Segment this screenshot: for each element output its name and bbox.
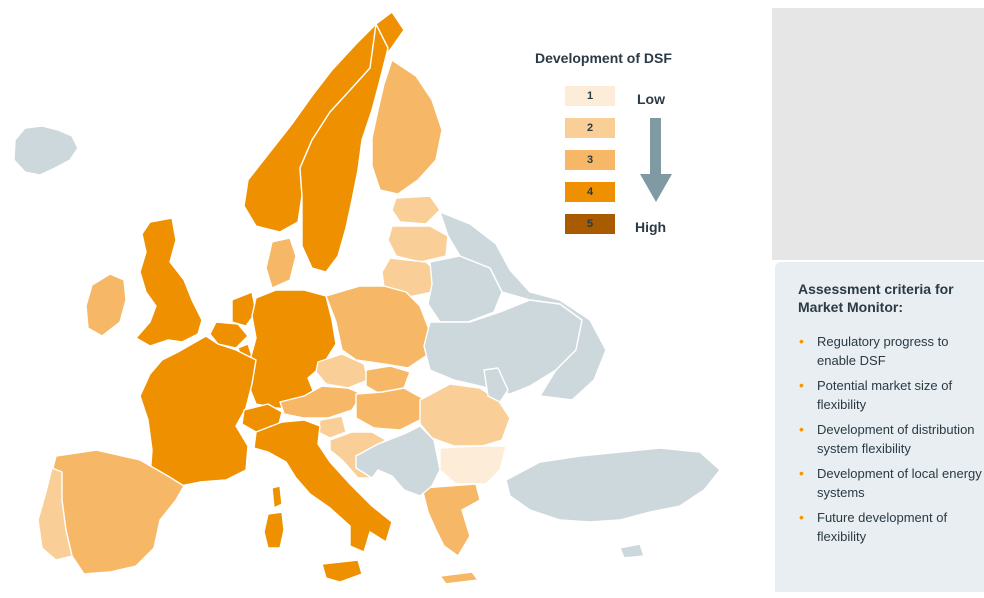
criteria-item: •Regulatory progress to enable DSF xyxy=(799,333,949,368)
legend-swatch-5: 5 xyxy=(565,214,615,234)
criteria-list: •Regulatory progress to enable DSF •Pote… xyxy=(799,332,984,552)
bullet-icon: • xyxy=(799,465,804,481)
region-portugal xyxy=(37,467,73,561)
region-italy xyxy=(253,419,393,553)
region-sardinia xyxy=(263,511,285,549)
region-turkey xyxy=(505,447,721,523)
region-ireland xyxy=(85,273,127,337)
region-slovenia xyxy=(317,415,347,439)
europe-map xyxy=(13,11,721,585)
region-hungary xyxy=(355,387,423,431)
region-czechia xyxy=(315,353,369,389)
region-bulgaria xyxy=(439,445,507,485)
region-cyprus xyxy=(619,543,645,559)
bullet-icon: • xyxy=(799,333,804,349)
assessment-criteria-panel: Assessment criteria for Market Monitor: … xyxy=(775,262,984,592)
region-united-kingdom xyxy=(135,217,203,347)
arrow-down-icon xyxy=(640,118,672,202)
criteria-item: •Future development of flexibility xyxy=(799,509,948,544)
region-sicily xyxy=(321,559,363,583)
region-crete xyxy=(439,571,479,585)
placeholder-panel xyxy=(772,8,984,260)
region-france xyxy=(139,335,257,489)
bullet-icon: • xyxy=(799,509,804,525)
region-moldova xyxy=(483,367,509,403)
legend-high-label: High xyxy=(635,219,667,235)
criteria-title: Assessment criteria for Market Monitor: xyxy=(798,281,954,315)
region-denmark xyxy=(265,237,297,289)
bullet-icon: • xyxy=(799,377,804,393)
region-estonia xyxy=(391,195,441,225)
region-latvia xyxy=(387,225,449,263)
bullet-icon: • xyxy=(799,421,804,437)
criteria-item: •Potential market size of flexibility xyxy=(799,377,953,412)
region-balkans xyxy=(355,425,441,497)
region-netherlands xyxy=(231,291,257,327)
criteria-item: •Development of local energy systems xyxy=(799,465,982,500)
legend-low-label: Low xyxy=(637,91,665,107)
region-lithuania xyxy=(381,257,441,299)
criteria-item: •Development of distribution system flex… xyxy=(799,421,975,456)
legend-swatch-4: 4 xyxy=(565,182,615,202)
region-iceland xyxy=(13,125,79,176)
dsf-legend: Development of DSF 1 2 3 4 5 Low High xyxy=(525,46,725,246)
legend-title: Development of DSF xyxy=(535,50,672,66)
region-corsica xyxy=(271,485,283,509)
region-sweden xyxy=(299,23,389,273)
legend-swatch-2: 2 xyxy=(565,118,615,138)
legend-swatch-3: 3 xyxy=(565,150,615,170)
region-russia xyxy=(439,211,607,401)
region-finland xyxy=(371,59,443,195)
legend-swatch-1: 1 xyxy=(565,86,615,106)
region-greece xyxy=(421,483,481,557)
region-belgium xyxy=(209,321,249,349)
